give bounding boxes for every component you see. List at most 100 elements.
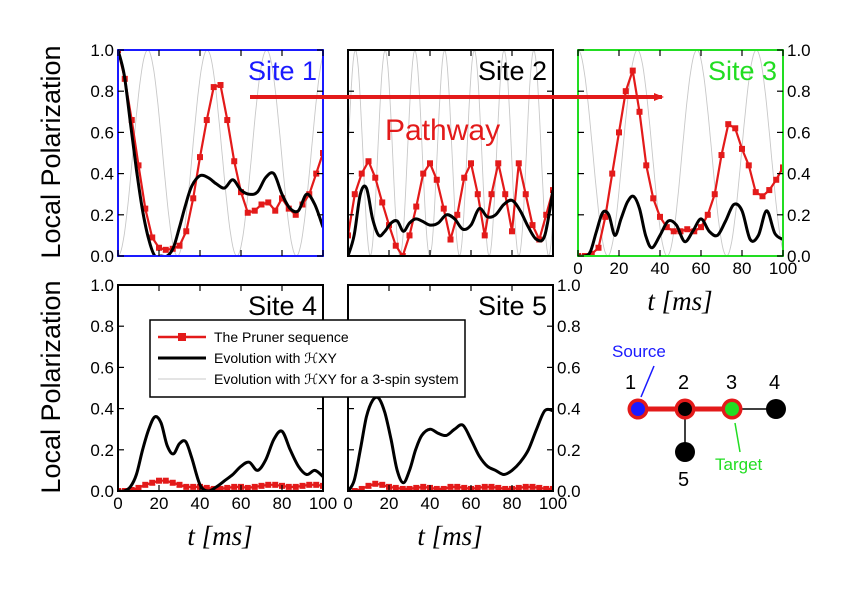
pruner-point <box>427 160 433 167</box>
pruner-point <box>588 250 595 256</box>
pruner-point <box>454 211 461 218</box>
pruner-point <box>224 117 231 124</box>
site-title: Site 5 <box>478 291 547 321</box>
node-1-disc <box>631 402 645 416</box>
pruner-point <box>657 213 663 220</box>
node-2: 2 <box>674 372 696 420</box>
x-tick-label: 60 <box>232 494 251 513</box>
pruner-point <box>481 232 488 239</box>
pruner-point <box>406 485 413 491</box>
pruner-point <box>238 189 244 196</box>
pruner-point <box>474 484 481 491</box>
pruner-point <box>752 189 759 196</box>
x-tick-label: 80 <box>503 494 522 513</box>
y-tick-label: 0.2 <box>90 206 114 225</box>
pruner-point <box>495 160 502 167</box>
series-three-spin-site-1 <box>118 50 323 256</box>
x-tick-label: 40 <box>191 494 210 513</box>
pruner-point <box>197 154 203 161</box>
pruner-point <box>149 479 156 486</box>
legend-label-pruner: The Pruner sequence <box>214 329 349 345</box>
pruner-point <box>265 199 272 206</box>
y-tick-label: 0.2 <box>787 206 811 225</box>
pruner-point <box>704 211 711 218</box>
pruner-point <box>372 174 379 181</box>
pruner-point <box>149 234 156 241</box>
y-axis-label-top: Local Polarization <box>36 45 66 258</box>
x-tick-label: 20 <box>380 494 399 513</box>
series-hxy-site-2 <box>348 184 553 256</box>
y-tick-label: 0.6 <box>90 123 114 142</box>
pruner-point <box>217 82 224 89</box>
node-5-label: 5 <box>678 469 689 491</box>
pruner-point <box>162 477 169 484</box>
pruner-point <box>399 485 406 491</box>
panel-site-2: Site 2 <box>347 49 554 257</box>
pruner-point <box>190 195 197 202</box>
pruner-point <box>543 211 550 218</box>
pruner-point <box>766 187 773 194</box>
node-4-label: 4 <box>769 372 780 394</box>
y-tick-label: 0.8 <box>90 317 114 336</box>
pruner-point <box>251 207 258 214</box>
pruner-point <box>529 222 536 229</box>
pruner-point <box>718 152 725 159</box>
pruner-point <box>135 162 142 169</box>
pruner-point <box>629 67 636 74</box>
pruner-point <box>292 211 299 218</box>
node-4: 4 <box>766 372 786 419</box>
pruner-point <box>650 195 657 202</box>
pruner-point <box>176 481 183 488</box>
spin-graph: 1 2 3 4 5 Source Target <box>612 342 786 491</box>
pruner-point <box>299 482 306 489</box>
x-tick-label: 100 <box>769 259 797 278</box>
pruner-point <box>711 191 718 198</box>
pruner-point <box>372 480 379 487</box>
pruner-point <box>348 232 351 239</box>
pruner-point <box>320 150 323 156</box>
y-axis-label-bottom: Local Polarization <box>36 280 66 493</box>
pruner-point <box>183 228 190 235</box>
site-title: Site 1 <box>248 56 317 86</box>
pruner-point <box>306 481 313 488</box>
legend-item-pruner: The Pruner sequence <box>158 329 349 345</box>
pruner-point <box>392 484 399 491</box>
series-hxy-site-1 <box>118 50 323 256</box>
node-2-label: 2 <box>678 372 689 394</box>
pruner-point <box>285 483 292 490</box>
pruner-point <box>190 483 197 490</box>
pruner-point <box>135 484 142 491</box>
pruner-point <box>231 483 238 490</box>
pruner-point <box>265 481 272 488</box>
y-tick-label: 0.0 <box>90 247 114 266</box>
y-tick-label: 1.0 <box>90 276 114 295</box>
y-tick-label: 0.8 <box>90 82 114 101</box>
pruner-point <box>725 121 732 128</box>
pruner-point <box>481 483 488 490</box>
pruner-point <box>365 482 372 489</box>
node-3-disc <box>725 402 739 416</box>
pruner-point <box>156 244 162 251</box>
site-title: Site 2 <box>478 56 547 86</box>
x-tick-label: 100 <box>309 494 337 513</box>
pruner-point <box>413 203 420 210</box>
site-title: Site 3 <box>708 56 777 86</box>
pruner-point <box>515 160 522 167</box>
pruner-point <box>616 129 622 136</box>
pruner-point <box>461 174 468 181</box>
pruner-point <box>379 481 386 488</box>
node-4-disc <box>766 399 786 419</box>
y-tick-label: 0.6 <box>787 123 811 142</box>
pruner-point <box>231 158 238 165</box>
pruner-point <box>595 244 602 251</box>
x-tick-label: 0 <box>573 259 582 278</box>
legend-label-three-spin: Evolution with ℋXY for a 3-spin system <box>214 371 459 387</box>
pruner-point <box>522 191 529 198</box>
node-5: 5 <box>675 442 695 491</box>
pruner-point <box>529 483 536 490</box>
node-2-disc <box>678 402 692 416</box>
x-axis-label-site4: t [ms] <box>187 521 252 551</box>
legend-item-three-spin: Evolution with ℋXY for a 3-spin system <box>158 371 459 387</box>
